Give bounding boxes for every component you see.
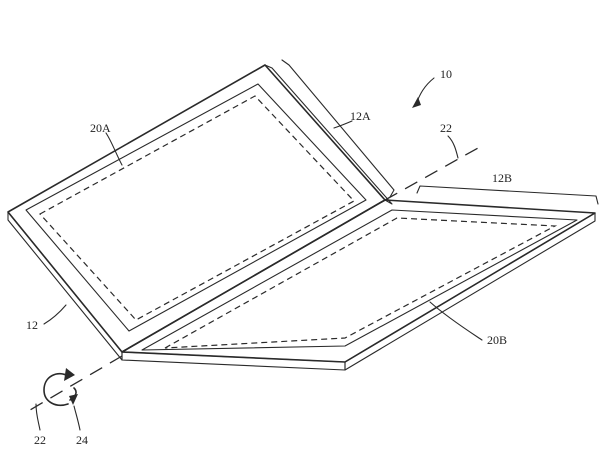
leader-20A	[105, 132, 123, 166]
label-22-top: 22	[440, 121, 452, 135]
lower-housing-panel	[121, 199, 596, 371]
label-12A: 12A	[350, 109, 371, 123]
leader-22-bottom	[35, 403, 41, 431]
leader-22-top	[447, 135, 459, 159]
lower-display-outline	[164, 217, 558, 349]
upper-display-outline	[39, 95, 355, 321]
leader-20B	[429, 301, 483, 341]
label-10: 10	[440, 67, 452, 81]
bracket-12B	[416, 185, 599, 205]
label-20B: 20B	[487, 333, 507, 347]
leader-12A	[333, 120, 353, 129]
upper-housing-panel	[7, 64, 393, 361]
rotation-arrow-icon	[43, 368, 78, 406]
leader-24	[73, 405, 81, 431]
label-24: 24	[76, 433, 88, 447]
label-12B: 12B	[492, 171, 512, 185]
fold-axis-lower	[29, 355, 123, 411]
leader-12	[43, 304, 67, 325]
label-22-bottom: 22	[34, 433, 46, 447]
fold-axis-upper	[384, 147, 479, 201]
label-12: 12	[26, 318, 38, 332]
label-20A: 20A	[90, 121, 111, 135]
bracket-12A	[281, 59, 395, 198]
